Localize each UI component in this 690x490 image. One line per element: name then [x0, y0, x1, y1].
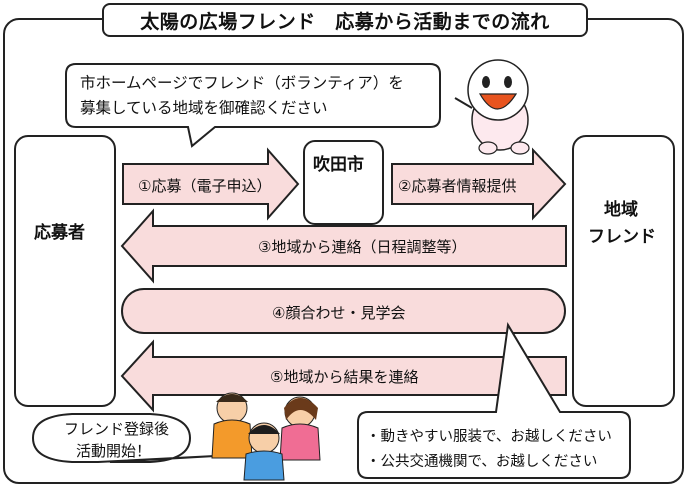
arrow-step-2: [391, 147, 567, 221]
note-line-1: ・動きやすい服装で、お越しください: [366, 429, 612, 445]
callout-top-line1: 市ホームページでフレンド（ボランティア）を: [80, 74, 404, 92]
region-friend-box: [572, 135, 675, 407]
step-2-label: ②応募者情報提供: [398, 177, 517, 195]
step-4-label: ④顔合わせ・見学会: [272, 304, 406, 322]
step-3-label: ③地域から連絡（日程調整等）: [258, 238, 467, 256]
region-label-line2: フレンド: [588, 227, 656, 247]
arrow-step-3: [120, 208, 567, 284]
city-label: 吹田市: [313, 155, 364, 175]
callout-top-bubble: [65, 63, 441, 148]
applicant-label: 応募者: [34, 223, 85, 243]
region-label-line1: 地域: [604, 200, 638, 220]
callout-bottom-left-bubble: [31, 413, 216, 463]
mascot-illustration: [454, 59, 530, 155]
city-hall-sign: 市役所: [323, 182, 344, 190]
callout-bottom-line2: 活動開始！: [76, 442, 152, 460]
arrow-step-1: [122, 147, 300, 221]
step-1-label: ①応募（電子申込）: [138, 177, 272, 195]
applicant-box: [14, 135, 116, 407]
group-people-illustration: [211, 392, 321, 481]
capsule-step-4: [121, 288, 566, 334]
step-5-label: ⑤地域から結果を連絡: [270, 368, 419, 386]
note-line-2: ・公共交通機関で、お越しください: [366, 454, 598, 470]
notes-box: [357, 322, 631, 479]
callout-bottom-line1: フレンド登録後: [64, 420, 170, 438]
callout-top-line2: 募集している地域を御確認ください: [80, 99, 328, 117]
diagram-title: 太陽の広場フレンド 応募から活動までの流れ: [102, 3, 588, 37]
city-box: [303, 140, 384, 225]
